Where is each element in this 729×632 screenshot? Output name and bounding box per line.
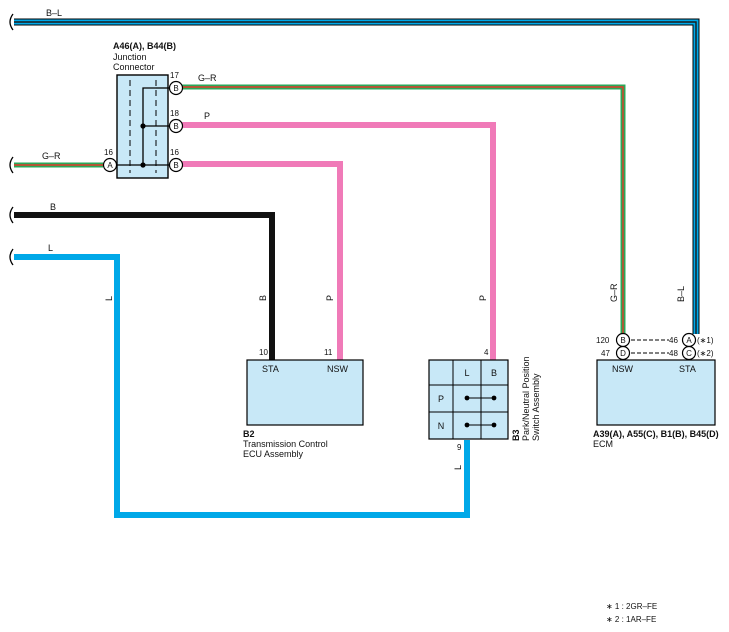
- switch-pin-4: 4: [484, 348, 489, 357]
- wire-label-p-tcm-vertical: P: [325, 295, 335, 301]
- ecm-label-nsw: NSW: [612, 364, 634, 374]
- wire-l-switch: [14, 254, 470, 518]
- svg-text:C: C: [686, 349, 692, 358]
- wire-g-r-ecm: [182, 84, 626, 334]
- junction-connector: [115, 74, 169, 179]
- switch-pin-9: 9: [457, 443, 462, 452]
- ecm-pin-d47: D: [615, 345, 631, 361]
- ecm-id: A39(A), A55(C), B1(B), B45(D): [593, 429, 719, 439]
- ecm-name: ECM: [593, 439, 613, 449]
- ecm-label-sta: STA: [679, 364, 696, 374]
- junction-pin-num-18: 18: [170, 109, 179, 118]
- junction-pin-b18: B: [168, 118, 184, 134]
- ecm-pin-num-46: 46: [669, 336, 678, 345]
- wire-label-l-switch-vertical: L: [453, 465, 463, 470]
- junction-pin-num-17: 17: [170, 71, 179, 80]
- switch-box: [428, 359, 509, 440]
- note-1: ∗ 1 : 2GR–FE: [606, 602, 657, 611]
- svg-text:A: A: [107, 161, 113, 170]
- ecm-note-48: (∗2): [697, 349, 714, 358]
- switch-row-p: P: [438, 394, 444, 404]
- switch-name-line1: Park/Neutral Position: [521, 356, 531, 441]
- svg-text:D: D: [620, 349, 626, 358]
- junction-name-line1: Junction: [113, 52, 147, 62]
- switch-col-b: B: [491, 368, 497, 378]
- ecm-pin-num-120: 120: [596, 336, 610, 345]
- tcm-pin-11: 11: [324, 348, 333, 357]
- wire-label-p-junction: P: [204, 111, 210, 121]
- tcm-box: [246, 359, 364, 426]
- tcm-label-nsw: NSW: [327, 364, 349, 374]
- wire-label-g-r-left: G–R: [42, 151, 61, 161]
- note-2: ∗ 2 : 1AR–FE: [606, 615, 656, 624]
- svg-text:B: B: [173, 122, 178, 131]
- svg-text:B: B: [620, 336, 625, 345]
- switch-row-n: N: [438, 421, 445, 431]
- wire-break-marks: [9, 13, 14, 266]
- ecm-box: [596, 359, 716, 426]
- wire-label-g-r-ecm-vertical: G–R: [609, 283, 619, 302]
- junction-pin-b16: B: [168, 157, 184, 173]
- wire-p-switch: [182, 122, 496, 360]
- tcm-label-sta: STA: [262, 364, 279, 374]
- ecm-pin-a46: A: [681, 332, 697, 348]
- junction-pin-a16: A: [102, 157, 118, 173]
- svg-text:B: B: [173, 161, 178, 170]
- wire-label-b-l-top: B–L: [46, 8, 62, 18]
- ecm-pin-c48: C: [681, 345, 697, 361]
- tcm-name-line2: ECU Assembly: [243, 449, 304, 459]
- ecm-pin-b120: B: [615, 332, 631, 348]
- junction-pin-num-16b: 16: [170, 148, 179, 157]
- wire-label-g-r-junction: G–R: [198, 73, 217, 83]
- wire-label-b-vertical: B: [258, 295, 268, 301]
- tcm-name-line1: Transmission Control: [243, 439, 328, 449]
- wire-label-p-switch-vertical: P: [478, 295, 488, 301]
- wire-label-b: B: [50, 202, 56, 212]
- wire-label-b-l-ecm-vertical: B–L: [676, 286, 686, 302]
- wire-label-l: L: [48, 243, 53, 253]
- junction-id: A46(A), B44(B): [113, 41, 176, 51]
- tcm-id: B2: [243, 429, 255, 439]
- junction-pin-num-16a: 16: [104, 148, 113, 157]
- junction-name-line2: Connector: [113, 62, 155, 72]
- wire-b-tcm: [14, 212, 275, 360]
- svg-text:A: A: [686, 336, 692, 345]
- svg-text:B: B: [173, 84, 178, 93]
- junction-pin-b17: B: [168, 80, 184, 96]
- switch-col-l: L: [464, 368, 469, 378]
- tcm-pin-10: 10: [259, 348, 268, 357]
- wire-b-l-top: [14, 18, 700, 334]
- wire-label-l-vertical: L: [104, 296, 114, 301]
- switch-id: B3: [511, 429, 521, 441]
- wire-p-tcm: [182, 161, 343, 360]
- ecm-pin-num-47: 47: [601, 349, 610, 358]
- switch-name-line2: Switch Assembly: [531, 373, 541, 441]
- ecm-note-46: (∗1): [697, 336, 714, 345]
- ecm-pin-num-48: 48: [669, 349, 678, 358]
